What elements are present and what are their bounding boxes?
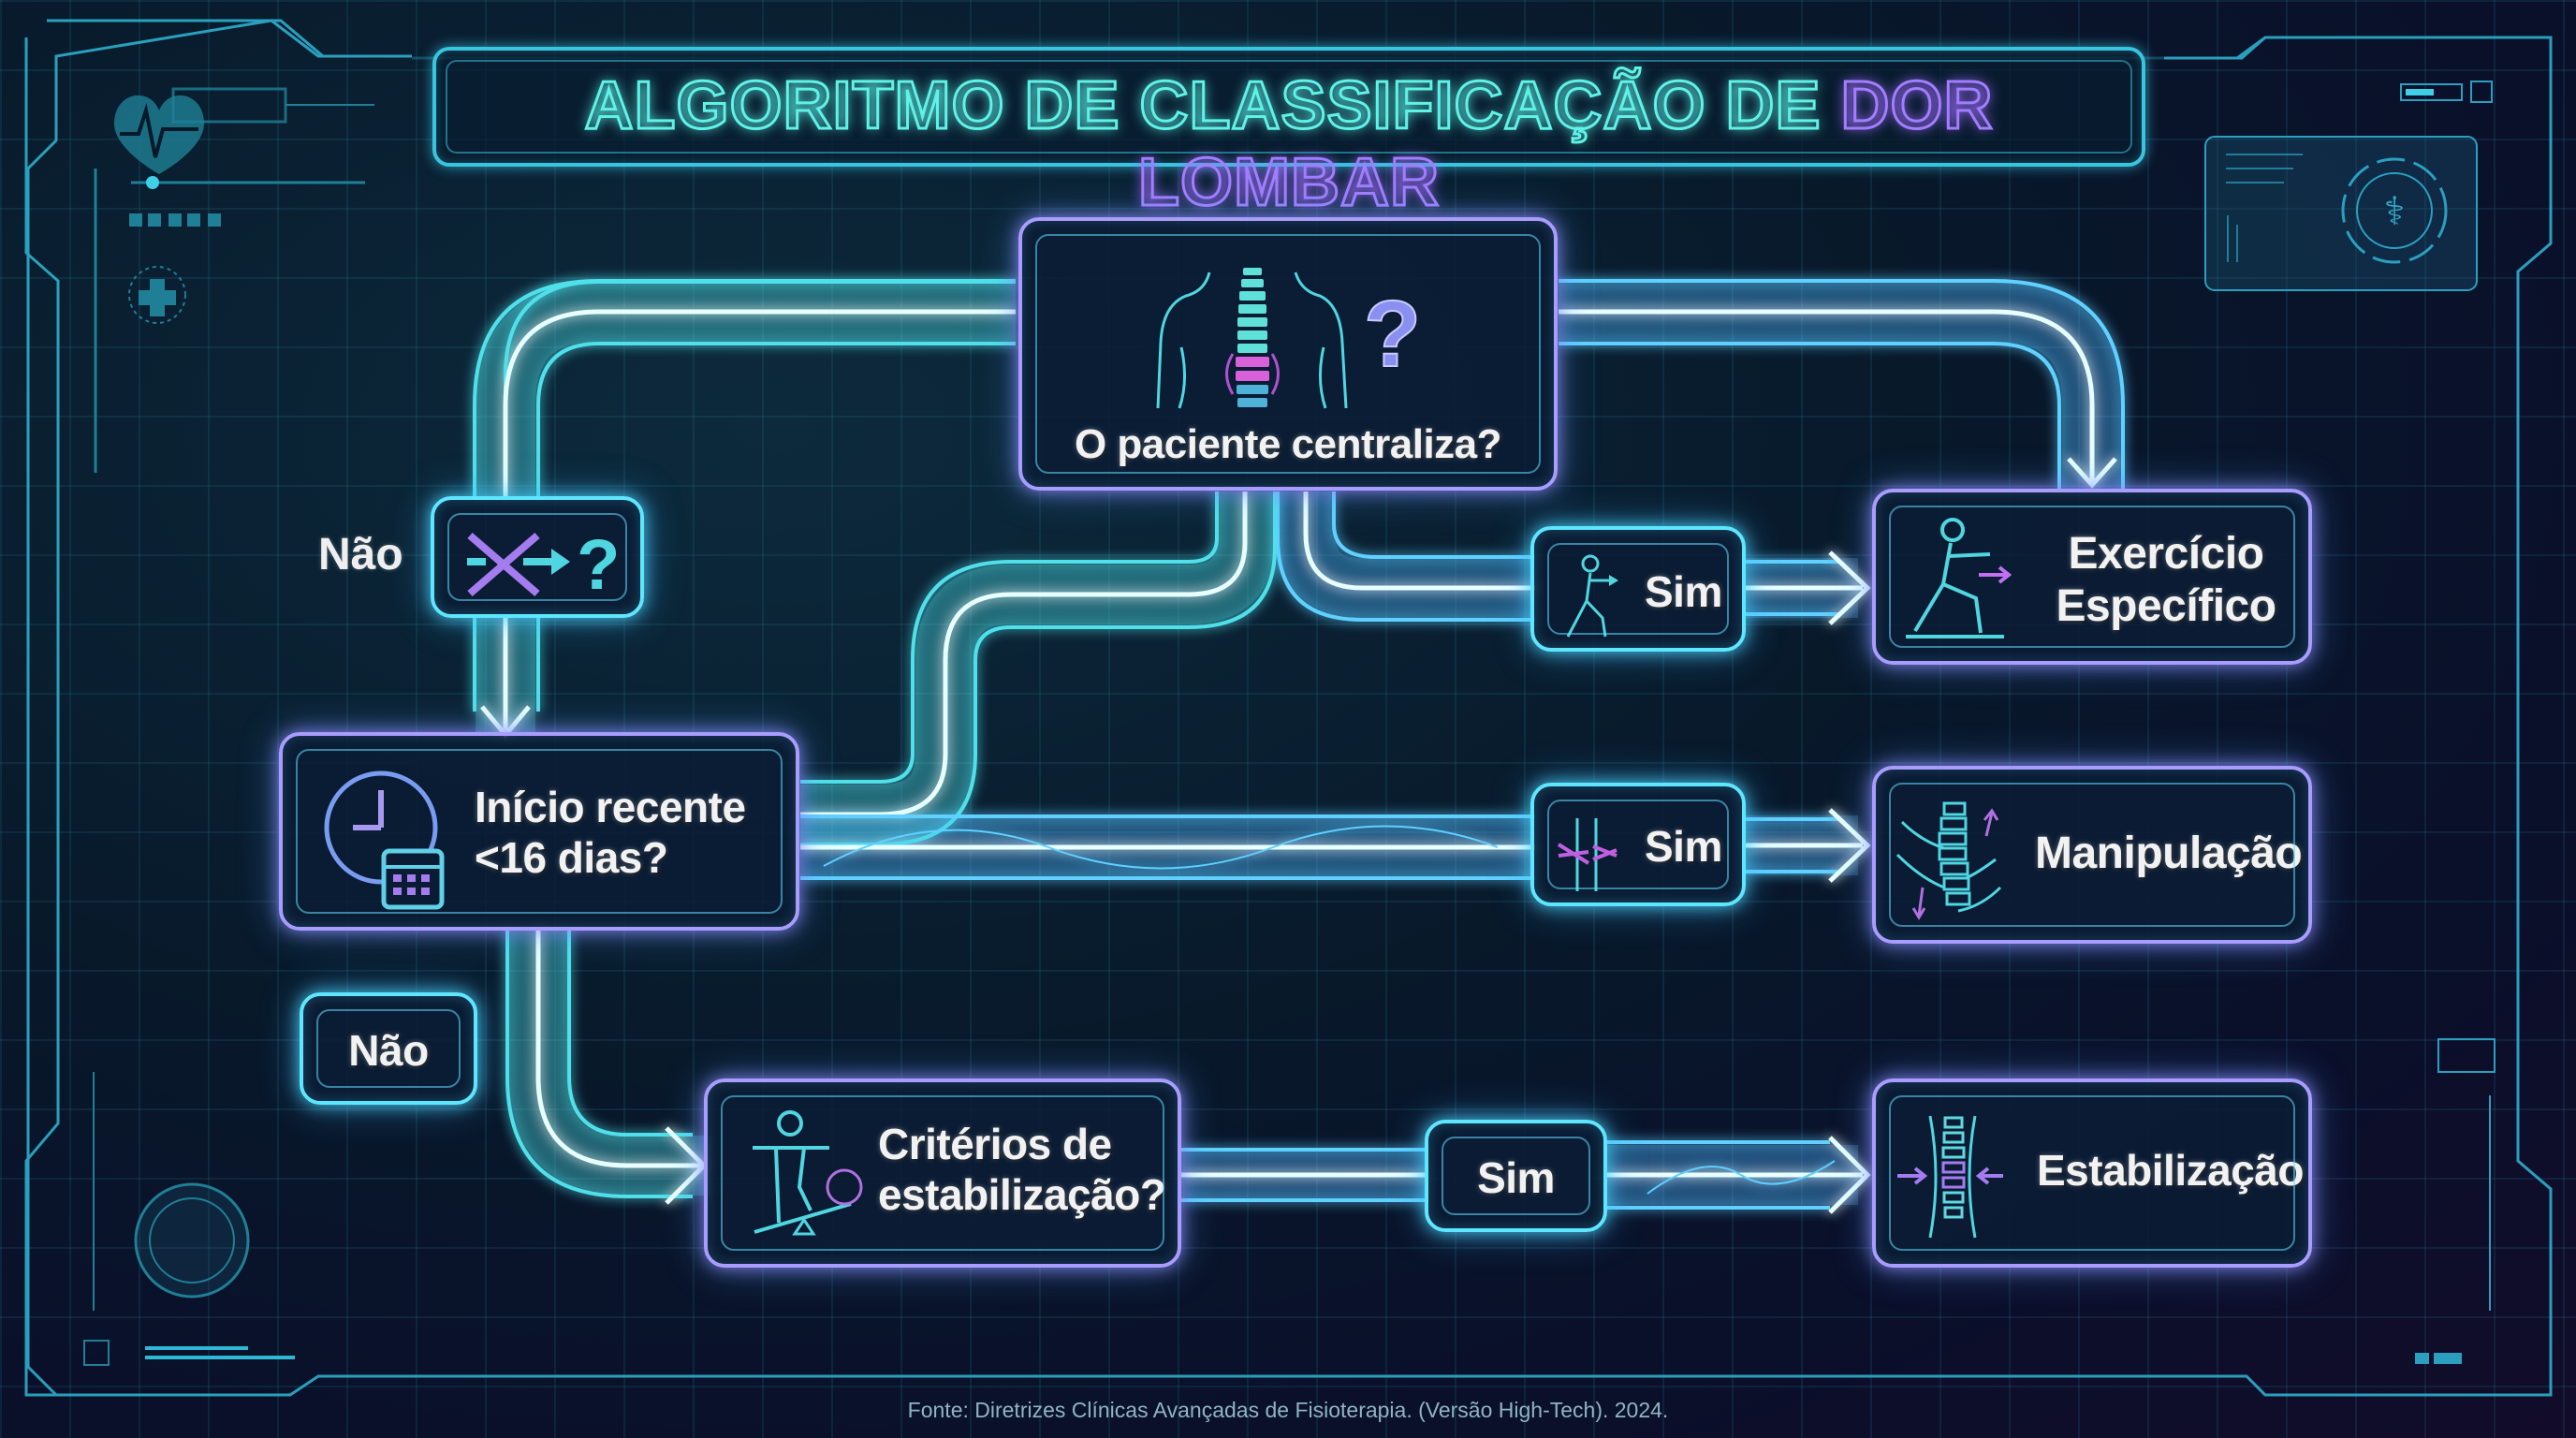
clock-calendar-icon: [324, 770, 445, 910]
node-inicio-recente: Início recente <16 dias?: [279, 732, 799, 931]
heart-pulse-icon: [114, 95, 204, 174]
node-sim-estabilizacao-label: Sim: [1477, 1153, 1555, 1202]
arrow-sim-to-exercicio: [1746, 550, 1871, 625]
node-manipulacao: Manipulação: [1872, 766, 2312, 944]
node-exercicio-especifico: Exercício Específico: [1872, 489, 2312, 665]
footer-source: Fonte: Diretrizes Clínicas Avançadas de …: [907, 1398, 1669, 1422]
node-exercicio-line1: Exercício: [2068, 529, 2264, 579]
node-sim-exercicio: Sim: [1530, 526, 1746, 652]
node-estabilizacao-label: Estabilização: [2037, 1146, 2304, 1195]
stretching-figure-icon: [1566, 554, 1618, 638]
cross-arrow-question-icon: ?: [467, 525, 620, 605]
node-inicio-line1: Início recente: [475, 783, 746, 831]
medical-cross-icon: [139, 279, 176, 316]
pipe-inicio-to-criterios: [505, 929, 711, 1205]
pipe-centraliza-to-nao: [473, 279, 1016, 496]
node-nao-label: Não: [348, 1026, 429, 1075]
pipe-nao-to-inicio: [473, 618, 540, 739]
lunge-figure-icon: [1906, 518, 2012, 638]
node-nao-unknown: ?: [431, 496, 644, 618]
pipe-centraliza-to-sim-exercicio: [1276, 492, 1535, 622]
node-sim-exercicio-label: Sim: [1645, 567, 1722, 616]
spine-hands-icon: [1557, 818, 1617, 891]
title-banner: ALGORITMO DE CLASSIFICAÇÃO DE DOR LOMBAR: [432, 47, 2145, 222]
node-criterios: Critérios de estabilização?: [704, 1078, 1181, 1268]
spine-back-question-icon: ?: [1156, 268, 1422, 409]
spine-manipulation-icon: [1895, 801, 2002, 920]
pipe-centraliza-to-inicio: [800, 492, 1277, 846]
node-criterios-line2: estabilização?: [878, 1170, 1166, 1219]
node-exercicio-line2: Específico: [2056, 581, 2276, 631]
arrow-sim-to-estabilizacao: [1605, 1136, 1871, 1214]
node-nao: Não: [300, 992, 477, 1105]
node-inicio-line2: <16 dias?: [475, 833, 668, 882]
node-sim-manipulacao-label: Sim: [1645, 822, 1722, 871]
page-title: ALGORITMO DE CLASSIFICAÇÃO DE DOR LOMBAR: [583, 67, 1994, 222]
node-centraliza-label: O paciente centraliza?: [1074, 421, 1502, 467]
label-nao: Não: [318, 530, 403, 580]
caduceus-icon: ⚕: [2384, 189, 2406, 233]
arrow-sim-to-manipulacao: [1746, 808, 1871, 883]
pipe-centraliza-to-exercicio: [1559, 279, 2125, 489]
node-sim-manipulacao: Sim: [1530, 783, 1746, 906]
node-estabilizacao: Estabilização: [1872, 1078, 2312, 1268]
node-sim-estabilizacao: Sim: [1425, 1120, 1607, 1232]
node-manipulacao-label: Manipulação: [2035, 829, 2303, 878]
svg-text:?: ?: [577, 525, 620, 605]
node-criterios-line1: Critérios de: [878, 1120, 1112, 1168]
svg-text:?: ?: [1364, 282, 1421, 387]
pipe-inicio-to-sim-manipulacao: [800, 814, 1535, 880]
pipe-criterios-to-sim: [1181, 1148, 1427, 1202]
node-centraliza: ? O paciente centraliza?: [1018, 217, 1558, 491]
balance-figure-icon: [753, 1110, 863, 1236]
spine-compression-icon: [1897, 1115, 2003, 1239]
